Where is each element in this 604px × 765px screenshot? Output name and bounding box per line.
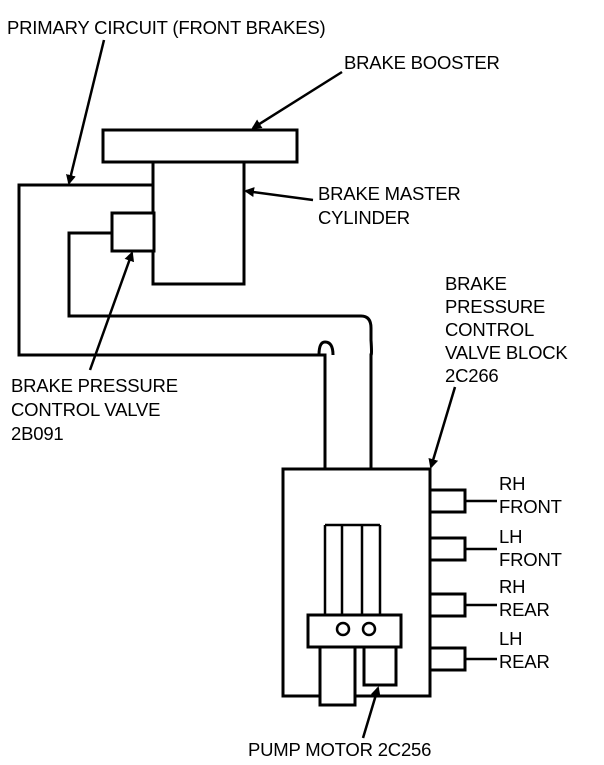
arrow-brake-booster	[251, 70, 343, 130]
label-rh-front-line1: RH	[499, 473, 525, 494]
label-brake-booster: BRAKE BOOSTER	[344, 52, 500, 73]
port-circle-left	[335, 621, 351, 637]
label-primary-circuit: PRIMARY CIRCUIT (FRONT BRAKES)	[7, 17, 326, 38]
label-master-cylinder-line2: CYLINDER	[318, 207, 410, 228]
arrow-pump-motor	[361, 686, 381, 739]
arrow-valve-block	[428, 386, 457, 469]
pump-connector-block	[306, 613, 403, 649]
port-rh-front	[428, 488, 467, 514]
arrow-pressure-control-valve	[88, 251, 135, 371]
primary-circuit-line	[17, 183, 327, 525]
brake-booster	[101, 128, 299, 164]
brake-master-cylinder	[151, 160, 246, 286]
port-rh-rear	[428, 592, 467, 618]
label-pressure-valve-line2: CONTROL VALVE	[11, 399, 160, 420]
port-lh-rear	[428, 646, 467, 672]
arrow-master-cylinder	[244, 187, 314, 202]
brake-pressure-control-valve	[110, 211, 156, 253]
line-crossover-hop	[317, 340, 335, 356]
label-lh-front-line2: FRONT	[499, 549, 562, 570]
label-pressure-valve-line1: BRAKE PRESSURE	[11, 375, 178, 396]
label-rh-rear-line2: REAR	[499, 599, 550, 620]
arrow-primary-circuit	[66, 39, 106, 185]
label-valve-block-line1: BRAKE	[445, 273, 507, 294]
label-lh-rear-line2: REAR	[499, 651, 550, 672]
label-valve-block-line2: PRESSURE	[445, 296, 545, 317]
pump-motor-right	[362, 645, 398, 687]
label-pressure-valve-line3: 2B091	[11, 423, 64, 444]
label-valve-block-line5: 2C266	[445, 365, 499, 386]
port-circle-right	[361, 621, 377, 637]
label-master-cylinder-line1: BRAKE MASTER	[318, 183, 461, 204]
label-rh-front-line2: FRONT	[499, 496, 562, 517]
label-valve-block-line4: VALVE BLOCK	[445, 342, 568, 363]
label-lh-front-line1: LH	[499, 526, 522, 547]
label-pump-motor: PUMP MOTOR 2C256	[248, 739, 431, 760]
port-lh-front	[428, 536, 467, 562]
secondary-circuit-line	[67, 231, 373, 525]
pump-motor-left	[318, 645, 357, 707]
label-valve-block-line3: CONTROL	[445, 319, 534, 340]
label-lh-rear-line1: LH	[499, 628, 522, 649]
inner-line-left	[323, 525, 344, 618]
label-rh-rear-line1: RH	[499, 576, 525, 597]
inner-line-right	[325, 523, 382, 618]
